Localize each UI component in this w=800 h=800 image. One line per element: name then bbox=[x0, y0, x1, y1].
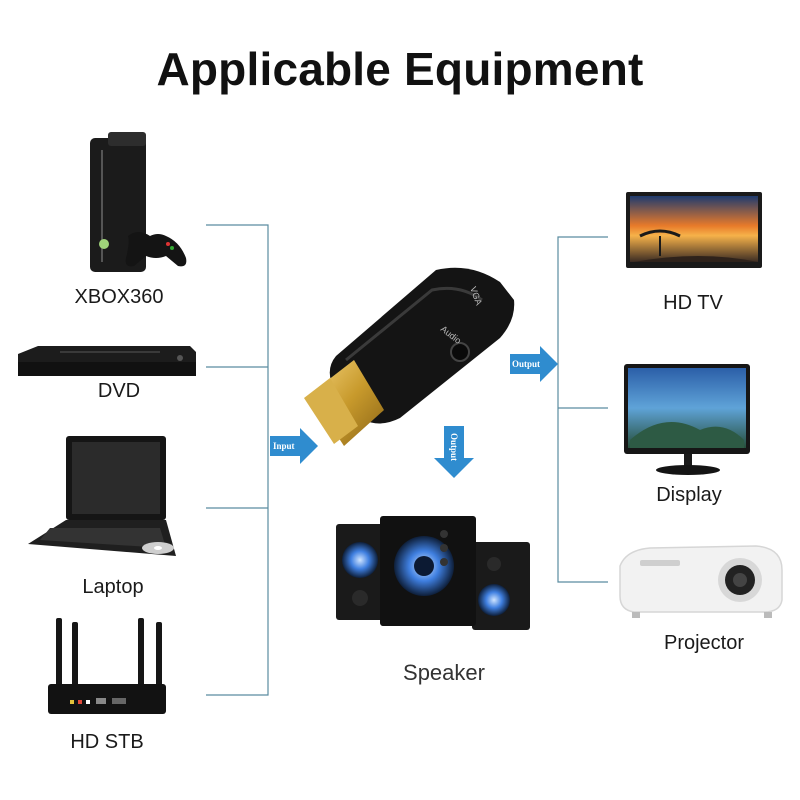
projector-icon bbox=[619, 545, 783, 618]
dvd-player-icon bbox=[18, 346, 196, 376]
label-laptop: Laptop bbox=[82, 576, 144, 598]
xbox-console-icon bbox=[90, 132, 187, 272]
label-speaker: Speaker bbox=[403, 660, 485, 685]
output-right-arrow-label: Output bbox=[512, 359, 540, 369]
speaker-icon bbox=[336, 516, 530, 630]
hdmi-vga-adapter-icon: VGA Audio bbox=[304, 267, 515, 446]
output-down-arrow-label: Output bbox=[449, 433, 459, 461]
label-xbox360: XBOX360 bbox=[74, 286, 164, 308]
output-down-arrow: Output bbox=[434, 426, 474, 478]
label-projector: Projector bbox=[663, 632, 745, 654]
page-title: Applicable Equipment bbox=[156, 43, 644, 95]
tv-icon bbox=[626, 192, 762, 268]
input-arrow: Input bbox=[270, 428, 318, 464]
router-icon bbox=[48, 618, 166, 714]
label-dvd: DVD bbox=[97, 380, 141, 402]
label-hd-stb: HD STB bbox=[70, 731, 144, 753]
label-hd-tv: HD TV bbox=[663, 292, 723, 314]
monitor-icon bbox=[624, 364, 750, 475]
connector-lines bbox=[206, 224, 608, 696]
label-display: Display bbox=[656, 484, 722, 506]
laptop-icon bbox=[28, 436, 176, 556]
input-arrow-label: Input bbox=[273, 441, 295, 451]
output-right-arrow: Output bbox=[510, 346, 558, 382]
